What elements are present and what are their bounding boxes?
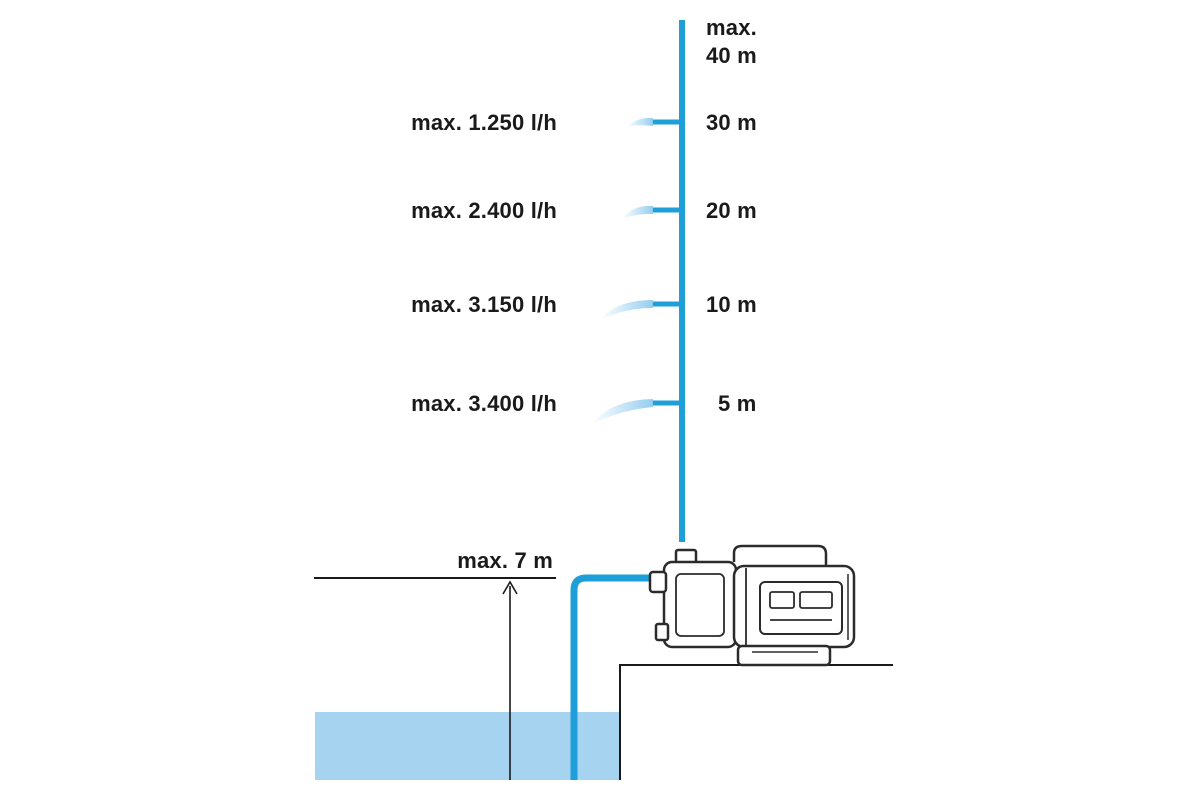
spray-10m (600, 300, 653, 320)
head-height-5m: 5 m (718, 391, 757, 416)
spray-20m (622, 205, 653, 219)
spray-30m (627, 117, 653, 127)
water-reservoir (315, 712, 620, 780)
flow-rate-20m: max. 2.400 l/h (411, 198, 557, 223)
flow-rate-5m: max. 3.400 l/h (411, 391, 557, 416)
max-height-label-line1: max. (706, 15, 757, 40)
head-height-10m: 10 m (706, 292, 757, 317)
spray-5m (592, 399, 653, 424)
head-height-30m: 30 m (706, 110, 757, 135)
flow-rate-30m: max. 1.250 l/h (411, 110, 557, 135)
suction-depth-label: max. 7 m (457, 548, 553, 573)
ground-line (619, 664, 893, 780)
garden-pump (648, 544, 856, 667)
suction-pipe (570, 574, 658, 780)
flow-rate-10m: max. 3.150 l/h (411, 292, 557, 317)
head-height-20m: 20 m (706, 198, 757, 223)
suction-arrow-head (502, 580, 518, 595)
max-height-label-line2: 40 m (706, 43, 757, 68)
